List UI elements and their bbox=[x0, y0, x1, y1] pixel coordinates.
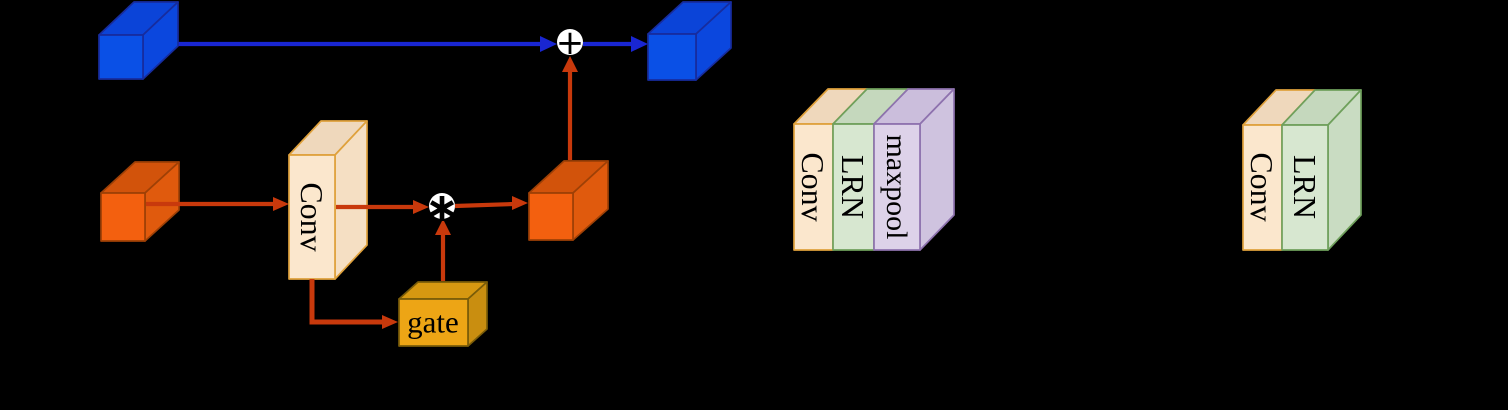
slab-front-face bbox=[873, 123, 921, 251]
multiply-to-cube-line bbox=[454, 201, 515, 209]
conv-label: Conv bbox=[795, 152, 831, 221]
conv-label: Conv bbox=[1244, 152, 1280, 221]
gated-conv-block-panel: Conv gate ∗ bbox=[98, 1, 732, 347]
maxpool-slab: maxpool bbox=[873, 88, 955, 251]
gated-output-cube bbox=[528, 160, 609, 241]
conv-slab: Conv bbox=[793, 88, 868, 251]
slab-front-face bbox=[288, 154, 336, 280]
lrn-label: LRN bbox=[1287, 155, 1323, 219]
conv-lrn-panel: Conv LRN bbox=[1242, 89, 1362, 251]
gate-box: gate bbox=[398, 281, 488, 347]
output-arrowhead-icon bbox=[631, 36, 648, 52]
residual-input-cube bbox=[98, 1, 179, 80]
multiply-operator-circle bbox=[429, 193, 455, 219]
cube-front-face bbox=[98, 34, 144, 80]
conv-layer-slab: Conv bbox=[288, 120, 368, 280]
skip-arrowhead-icon bbox=[540, 36, 557, 52]
cube-front-face bbox=[100, 192, 146, 242]
cube-to-add-arrowhead-icon bbox=[562, 56, 578, 72]
maxpool-label: maxpool bbox=[880, 135, 913, 240]
gate-to-multiply-arrowhead-icon bbox=[435, 219, 451, 235]
plus-symbol: + bbox=[556, 23, 585, 63]
conv-to-multiply-arrowhead-icon bbox=[413, 200, 429, 214]
conv-layer-label: Conv bbox=[294, 182, 330, 251]
asterisk-symbol: ∗ bbox=[425, 185, 459, 231]
gate-label: gate bbox=[407, 305, 459, 340]
residual-output-cube bbox=[647, 1, 732, 81]
feature-input-cube bbox=[100, 161, 180, 242]
multiply-to-cube-arrowhead-icon bbox=[512, 196, 528, 210]
conv-slab: Conv bbox=[1242, 89, 1316, 251]
lrn-slab: LRN bbox=[1281, 89, 1362, 251]
conv-to-gate-elbow-line bbox=[309, 279, 384, 325]
add-operator-circle bbox=[557, 29, 583, 55]
cube-front-face bbox=[647, 33, 697, 81]
conv-to-gate-arrowhead-icon bbox=[382, 315, 398, 329]
slab-front-face bbox=[1281, 124, 1329, 251]
cube-front-face bbox=[528, 192, 574, 241]
gate-front-face bbox=[398, 298, 469, 347]
lrn-slab: LRN bbox=[832, 88, 909, 251]
lrn-label: LRN bbox=[835, 155, 871, 219]
input-to-conv-arrowhead-icon bbox=[273, 197, 289, 211]
conv-lrn-maxpool-panel: Conv LRN maxpool bbox=[793, 88, 955, 251]
